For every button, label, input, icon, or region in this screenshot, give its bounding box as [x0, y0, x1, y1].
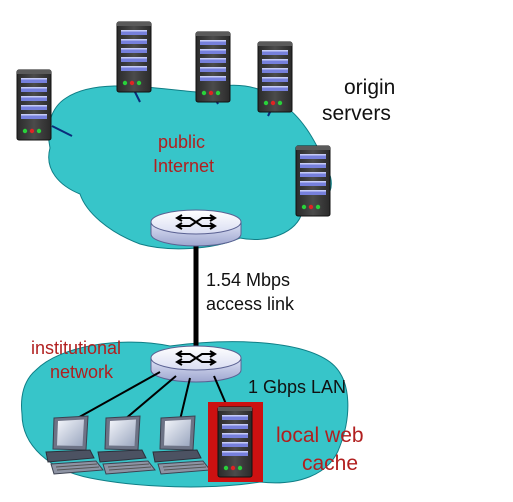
institutional-router	[150, 345, 242, 383]
origin-servers-label-line2: servers	[322, 102, 391, 125]
lan-label: 1 Gbps LAN	[248, 377, 347, 397]
local-cache-label-line1: local web	[276, 424, 364, 447]
lan-links	[73, 371, 227, 421]
access-link-label-line1: 1.54 Mbps	[206, 270, 291, 290]
origin-servers-label-line1: origin	[344, 76, 396, 99]
origin-server-1	[16, 69, 52, 141]
origin-server-2	[116, 21, 152, 93]
origin-server-4	[257, 41, 293, 113]
origin-server-5	[295, 145, 331, 217]
public-internet-label-line2: Internet	[153, 156, 215, 176]
internet-router	[150, 209, 242, 247]
institutional-network-label-line2: network	[50, 362, 114, 382]
institutional-network-cloud	[21, 341, 349, 488]
origin-server-3	[195, 31, 231, 103]
local-cache-label-line2: cache	[302, 452, 359, 475]
public-internet-label-line1: public	[158, 132, 206, 152]
access-link-label-line2: access link	[206, 294, 295, 314]
institutional-network-label-line1: institutional	[31, 338, 122, 358]
local-cache-server	[217, 406, 253, 478]
